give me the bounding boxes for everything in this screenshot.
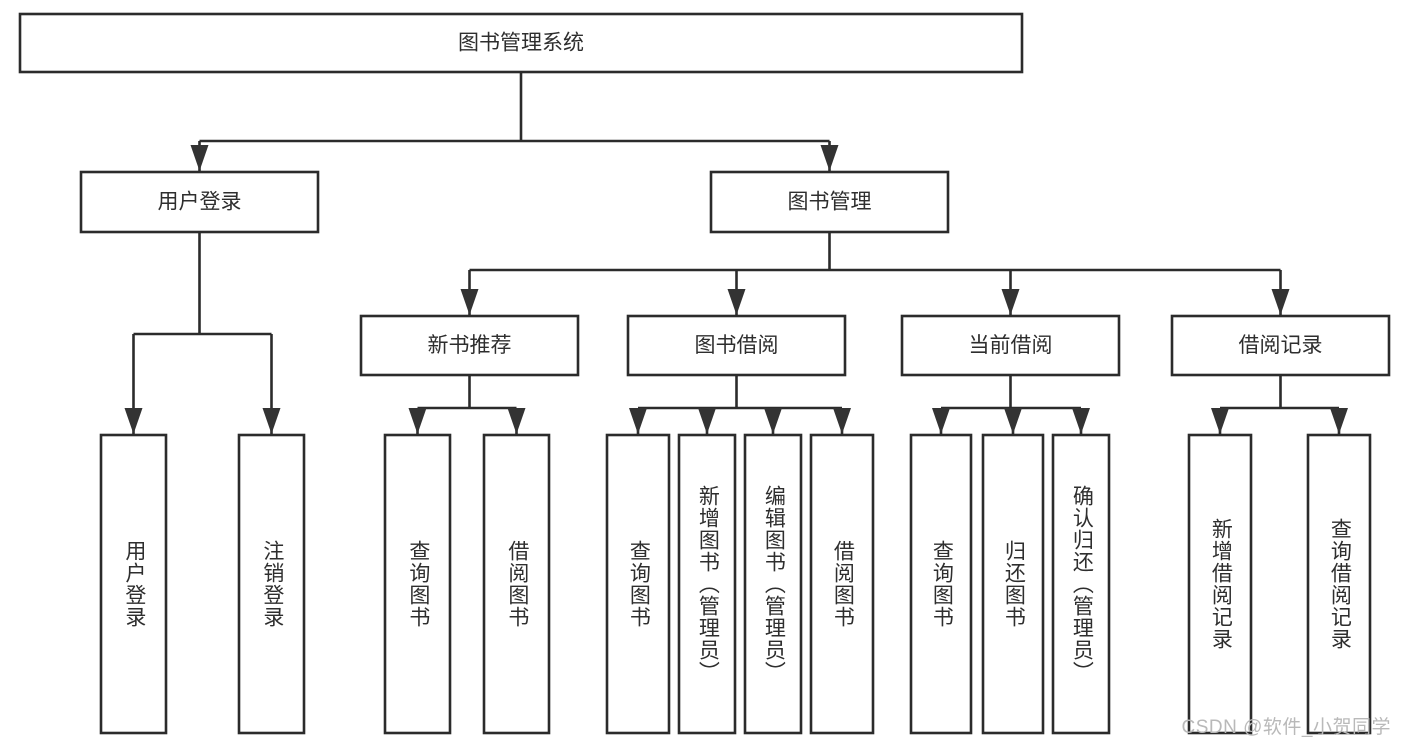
leaf-node-box-12 bbox=[1306, 433, 1372, 735]
leaf-node-box-3 bbox=[482, 433, 551, 735]
arrow-head-icon bbox=[1001, 289, 1020, 315]
root-node-box bbox=[18, 12, 1024, 74]
level3-node-box-3 bbox=[1170, 314, 1391, 377]
arrow-head-icon bbox=[1004, 408, 1022, 434]
arrow-head-icon bbox=[408, 408, 427, 434]
leaf-node-box-5 bbox=[677, 433, 737, 735]
arrow-head-icon bbox=[1330, 408, 1348, 434]
leaf-node-box-7 bbox=[809, 433, 875, 735]
leaf-node-box-0 bbox=[99, 433, 168, 735]
level3-node-box-2 bbox=[900, 314, 1121, 377]
level2-node-box-1 bbox=[709, 170, 950, 234]
arrow-head-icon bbox=[1072, 408, 1090, 434]
watermark-text: CSDN @软件_小贺同学 bbox=[1181, 717, 1391, 738]
leaf-node-box-1 bbox=[237, 433, 306, 735]
level3-node-label-3: 借阅记录 bbox=[1239, 334, 1323, 357]
arrow-head-icon bbox=[124, 408, 143, 434]
arrow-head-icon bbox=[507, 408, 526, 434]
level3-node-label-2: 当前借阅 bbox=[969, 334, 1053, 357]
arrow-head-icon bbox=[460, 289, 479, 315]
level3-node-box-0 bbox=[359, 314, 580, 377]
leaf-node-box-4 bbox=[605, 433, 671, 735]
level3-node-label-0: 新书推荐 bbox=[428, 334, 512, 357]
arrow-head-icon bbox=[190, 145, 209, 171]
level2-node-box-0 bbox=[79, 170, 320, 234]
arrow-head-icon bbox=[764, 408, 782, 434]
level3-node-label-1: 图书借阅 bbox=[695, 334, 779, 357]
leaf-node-box-6 bbox=[743, 433, 803, 735]
node-boxes bbox=[18, 12, 1391, 735]
arrow-head-icon bbox=[629, 408, 647, 434]
arrow-head-icon bbox=[1271, 289, 1290, 315]
arrow-head-icon bbox=[1211, 408, 1229, 434]
leaf-node-box-2 bbox=[383, 433, 452, 735]
arrow-head-icon bbox=[932, 408, 950, 434]
arrow-head-icon bbox=[698, 408, 716, 434]
arrow-head-icon bbox=[262, 408, 281, 434]
level3-node-box-1 bbox=[626, 314, 847, 377]
arrow-head-icon bbox=[820, 145, 839, 171]
leaf-node-box-11 bbox=[1187, 433, 1253, 735]
arrow-head-icon bbox=[727, 289, 746, 315]
level2-node-label-1: 图书管理 bbox=[788, 191, 872, 214]
connector-lines bbox=[124, 72, 1348, 434]
leaf-node-box-10 bbox=[1051, 433, 1111, 735]
level2-node-label-0: 用户登录 bbox=[158, 191, 242, 214]
leaf-node-box-9 bbox=[981, 433, 1045, 735]
leaf-node-box-8 bbox=[909, 433, 973, 735]
root-node-label: 图书管理系统 bbox=[458, 32, 584, 55]
arrow-head-icon bbox=[833, 408, 851, 434]
